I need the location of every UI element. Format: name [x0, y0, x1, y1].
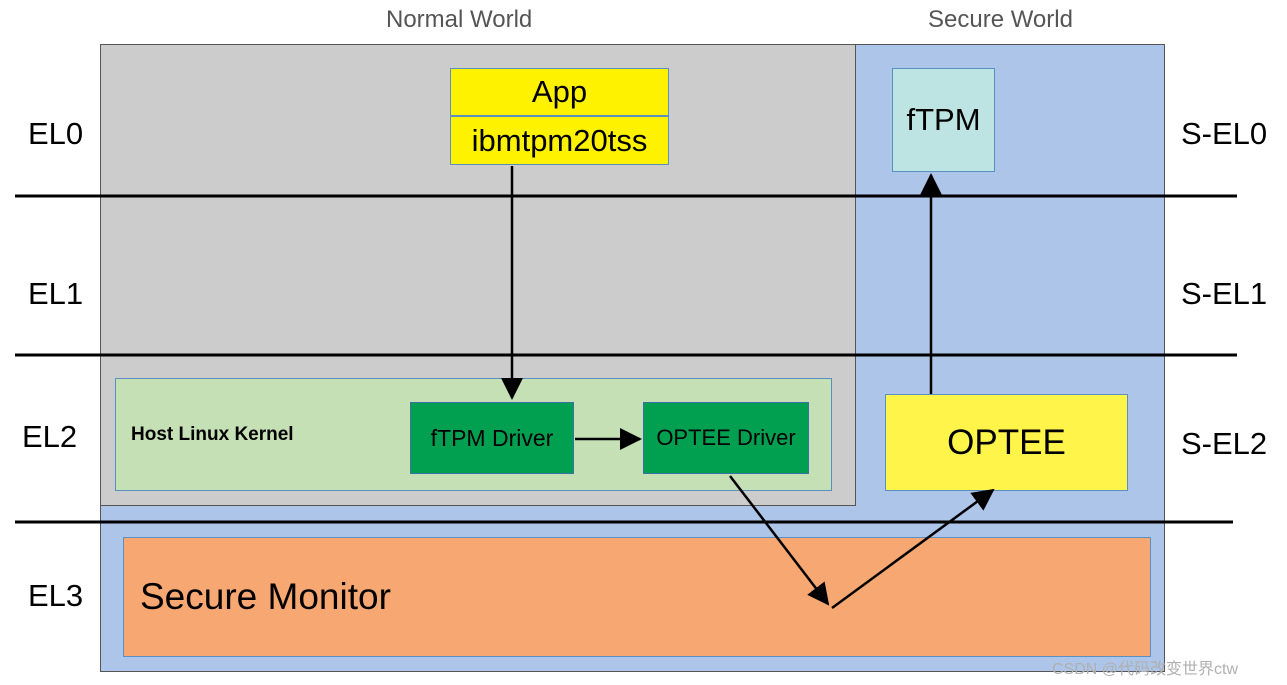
watermark: CSDN @代码改变世界ctw: [1052, 661, 1239, 678]
ftpm-driver-box: fTPM Driver: [410, 402, 574, 474]
el0-label: EL0: [28, 116, 84, 151]
ibmtpm20tss-box: ibmtpm20tss: [450, 116, 669, 165]
secure-monitor-box: [123, 537, 1151, 657]
el3-label: EL3: [28, 578, 84, 613]
s-el0-label: S-EL0: [1181, 116, 1268, 151]
el1-label: EL1: [28, 276, 84, 311]
s-el1-label: S-EL1: [1181, 276, 1268, 311]
optee-box: OPTEE: [885, 394, 1128, 491]
secure-monitor-label: Secure Monitor: [140, 576, 391, 617]
secure-world-title: Secure World: [928, 6, 1073, 33]
el2-label: EL2: [22, 419, 78, 454]
monitor-to-optee-arrow: [831, 488, 995, 610]
optee-driver-box: OPTEE Driver: [643, 402, 809, 474]
s-el2-label: S-EL2: [1181, 426, 1268, 461]
host-linux-kernel-label: Host Linux Kernel: [131, 424, 294, 445]
app-box: App: [450, 68, 669, 116]
normal-world-title: Normal World: [386, 6, 533, 33]
ftpm-box: fTPM: [892, 68, 995, 172]
optee-driver-to-monitor-arrow: [729, 475, 830, 606]
